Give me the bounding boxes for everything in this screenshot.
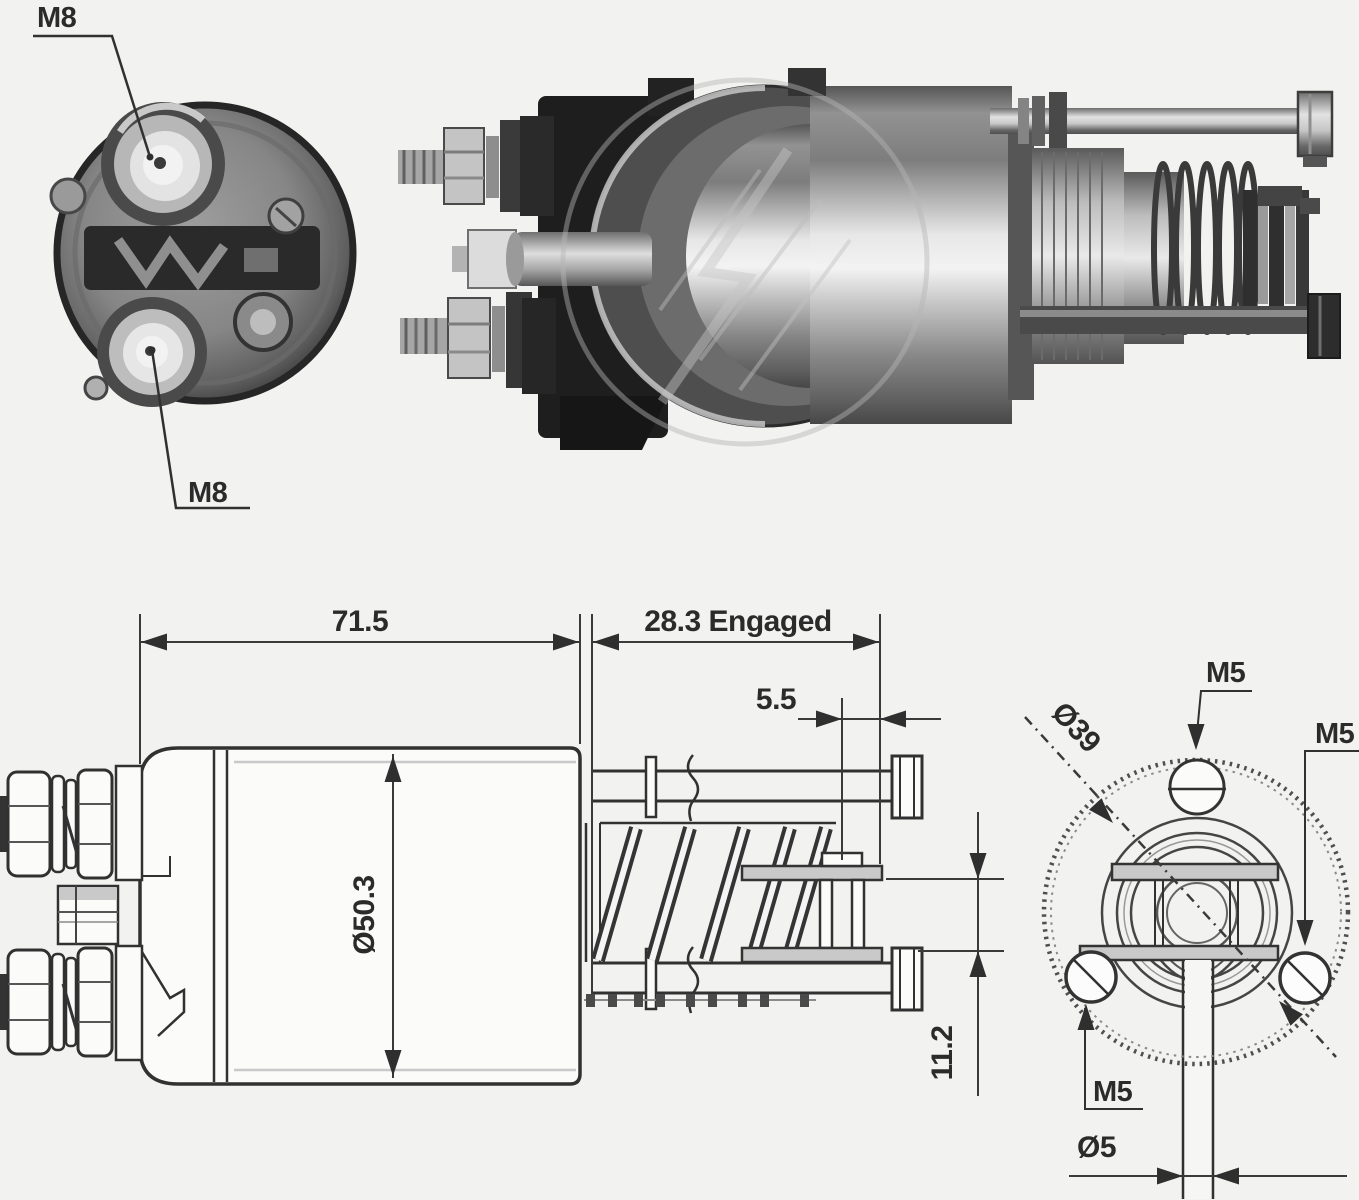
terminal-bolt-bottom <box>0 946 114 1058</box>
dim-5-5: 5.5 <box>756 683 941 860</box>
zm-watermark <box>560 77 930 447</box>
bearing-boss <box>512 232 652 286</box>
dim-11-2: 11.2 <box>886 812 1004 1096</box>
solenoid-end-view-photo <box>49 101 357 407</box>
dim-11-2-text: 11.2 <box>926 1026 959 1081</box>
label-m5-top: M5 <box>1187 657 1252 750</box>
m5-top-text: M5 <box>1206 657 1246 689</box>
photo-through-bolt-top <box>990 90 1334 167</box>
dim-71-5: 71.5 <box>139 605 581 764</box>
field-stud <box>56 884 120 946</box>
m5-right-text: M5 <box>1315 718 1355 750</box>
m8-top-label: M8 <box>37 2 77 34</box>
outer-diameter-circle <box>1041 757 1351 1067</box>
dim-71-5-text: 71.5 <box>332 605 388 638</box>
cap-internal-contact <box>140 951 186 1037</box>
m5-hole-top <box>1168 758 1226 816</box>
leader-dot <box>146 153 154 161</box>
rear-view-drawing: Ø39 M5 M5 M5 Ø5 <box>1024 657 1359 1199</box>
shaft-fill <box>1185 960 1211 1199</box>
dim-50-3-text: Ø50.3 <box>348 875 381 954</box>
return-spring-drawing <box>584 821 836 962</box>
dim-diameter-50-3: Ø50.3 <box>348 754 402 1078</box>
label-m5-bottom-left: M5 <box>1077 1004 1143 1110</box>
plunger-assembly-drawing <box>584 614 924 1014</box>
serration-strip <box>584 994 816 1007</box>
dim-shaft-5: Ø5 <box>1069 1131 1347 1185</box>
terminal-post-top <box>101 102 225 226</box>
solenoid-side-photo <box>398 68 1341 450</box>
m8-bottom-label: M8 <box>188 477 228 509</box>
leader-dot <box>148 346 156 354</box>
dim-5-5-text: 5.5 <box>756 683 796 716</box>
photo-through-bolt-bottom <box>1020 293 1341 359</box>
label-m5-right: M5 <box>1296 718 1359 946</box>
zm-logo-mark <box>113 235 229 291</box>
m5-bottom-left-text: M5 <box>1093 1076 1133 1108</box>
dim-28-3-text: 28.3 Engaged <box>644 605 831 638</box>
rear-top-bar <box>1110 862 1280 882</box>
label-m8-bottom: M8 <box>148 346 250 510</box>
photo-plunger-section <box>990 90 1341 400</box>
plunger-stop-bracket <box>740 851 884 964</box>
photo-body-cylinder <box>506 68 1012 428</box>
dim-28-3-engaged: 28.3 Engaged <box>592 605 881 864</box>
terminal-block-bottom <box>114 944 144 1062</box>
side-view-drawing: 71.5 28.3 Engaged 5.5 Ø50.3 11.2 <box>0 605 1004 1096</box>
bolt-head-bottom <box>890 946 924 1012</box>
terminal-block-top <box>114 764 144 882</box>
terminal-bolt-top <box>0 768 114 880</box>
bolt-head-top <box>890 754 924 820</box>
dim-5-text: Ø5 <box>1077 1131 1116 1164</box>
small-screw-left <box>49 177 87 215</box>
photo-linkage-fork <box>1243 186 1320 310</box>
label-m8-top: M8 <box>33 2 154 161</box>
